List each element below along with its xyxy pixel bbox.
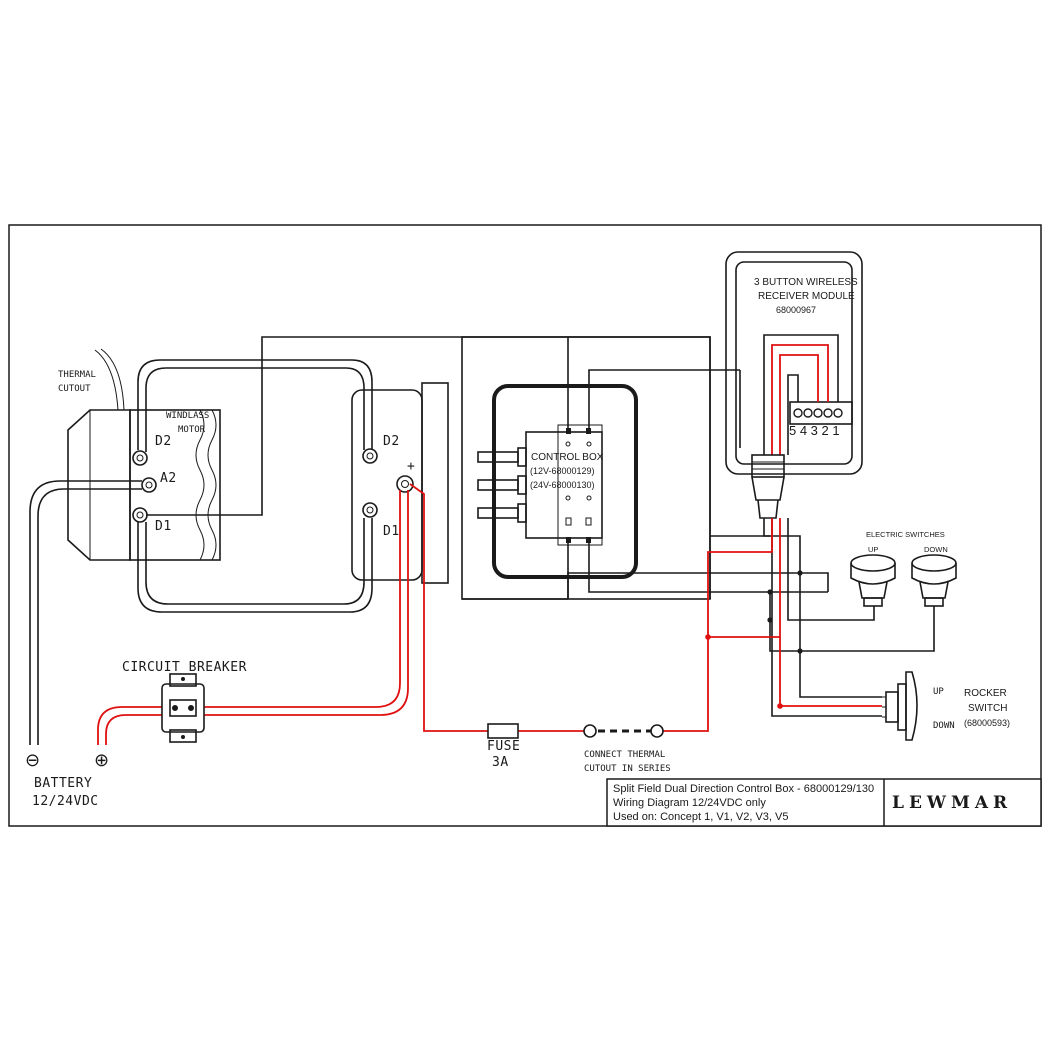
circuit-breaker xyxy=(161,673,205,743)
control-box-24v: (24V-68000130) xyxy=(530,480,595,490)
rocker-up-label: UP xyxy=(933,687,944,697)
title-block-line-3: Used on: Concept 1, V1, V2, V3, V5 xyxy=(613,811,789,823)
rocker-switch xyxy=(882,671,918,741)
fuse-rating: 3A xyxy=(492,755,509,770)
right-terminal-plus-label: + xyxy=(407,459,415,474)
thermal-series-connection xyxy=(583,724,664,738)
battery-voltage: 12/24VDC xyxy=(32,794,99,809)
fuse-label: FUSE xyxy=(487,739,520,754)
right-terminal-d2-label: D2 xyxy=(383,434,400,449)
electric-switches-title: ELECTRIC SWITCHES xyxy=(866,530,945,539)
motor-terminal-d1-label: D1 xyxy=(155,519,172,534)
motor-terminal-a2-label: A2 xyxy=(160,471,177,486)
electric-switches xyxy=(850,554,957,607)
rocker-label-1: ROCKER xyxy=(964,688,1007,699)
motor-terminal-d2-label: D2 xyxy=(155,434,172,449)
receiver-module xyxy=(725,251,863,519)
electric-switch-up-label: UP xyxy=(868,545,878,554)
rocker-part-number: (68000593) xyxy=(964,718,1010,728)
thermal-cutout-label-2: CUTOUT xyxy=(58,384,91,394)
battery-negative-symbol: ⊖ xyxy=(25,750,40,770)
thermal-series-label-1: CONNECT THERMAL xyxy=(584,750,665,760)
title-block-line-1: Split Field Dual Direction Control Box -… xyxy=(613,783,874,795)
power-wiring xyxy=(97,483,882,745)
battery-label: BATTERY xyxy=(34,776,92,791)
control-box xyxy=(461,336,828,600)
battery-positive-symbol: ⊕ xyxy=(94,750,109,770)
switch-wiring xyxy=(462,370,935,717)
windlass-label-2: MOTOR xyxy=(178,425,206,435)
thermal-cutout-label-1: THERMAL xyxy=(58,370,96,380)
rocker-label-2: SWITCH xyxy=(968,703,1007,714)
windlass-label-1: WINDLASS xyxy=(166,411,209,421)
title-block-line-2: Wiring Diagram 12/24VDC only xyxy=(613,797,766,809)
lewmar-logo: LEWMAR xyxy=(892,793,1012,813)
right-terminal-d1-label: D1 xyxy=(383,524,400,539)
title-block xyxy=(606,778,1042,827)
control-box-label: CONTROL BOX xyxy=(531,452,604,463)
motor-terminal-housing xyxy=(351,382,449,584)
rocker-down-label: DOWN xyxy=(933,721,955,731)
receiver-label-1: 3 BUTTON WIRELESS xyxy=(754,277,858,288)
windlass-motor xyxy=(67,348,221,561)
thermal-series-label-2: CUTOUT IN SERIES xyxy=(584,764,671,774)
receiver-label-2: RECEIVER MODULE xyxy=(758,291,855,302)
receiver-part-number: 68000967 xyxy=(776,305,816,315)
circuit-breaker-label: CIRCUIT BREAKER xyxy=(122,660,247,675)
drawing-border xyxy=(8,224,1042,827)
fuse xyxy=(487,723,519,739)
electric-switch-down-label: DOWN xyxy=(924,545,948,554)
battery-terminals: ⊖ ⊕ xyxy=(25,750,109,770)
control-box-12v: (12V-68000129) xyxy=(530,466,595,476)
receiver-terminal-numbers: 5 4 3 2 1 xyxy=(789,423,840,438)
